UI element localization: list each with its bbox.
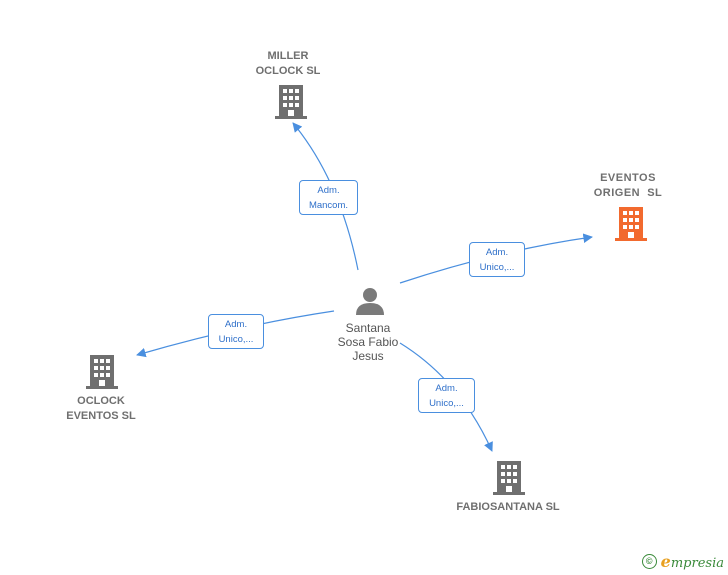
- building-icon[interactable]: [86, 355, 118, 389]
- company-name-line2: OCLOCK SL: [255, 65, 321, 77]
- brand-rest: mpresia: [670, 556, 724, 571]
- role-box-eventos-origen[interactable]: Adm. Unico,...: [469, 242, 525, 277]
- role-box-fabiosantana[interactable]: Adm. Unico,...: [418, 378, 475, 413]
- brand-initial: e: [660, 552, 671, 571]
- person-name-line3: Jesus: [352, 349, 384, 363]
- role-line1: Adm.: [317, 185, 340, 196]
- company-name-line1: OCLOCK: [77, 395, 125, 407]
- role-line1: Adm.: [485, 247, 509, 258]
- copyright-icon: ©: [641, 554, 657, 569]
- company-label-miller-oclock[interactable]: MILLER OCLOCK SL: [238, 49, 338, 79]
- building-icon[interactable]: [615, 207, 647, 241]
- person-name-line1: Santana: [345, 321, 391, 335]
- person-icon[interactable]: [355, 286, 385, 316]
- brand-logo[interactable]: empresia: [661, 552, 724, 571]
- building-icon[interactable]: [275, 85, 307, 119]
- company-name-line1: MILLER: [267, 50, 309, 62]
- role-line2: Unico,...: [429, 398, 464, 409]
- footer-brand: © empresia: [641, 552, 724, 571]
- role-box-oclock-eventos[interactable]: Adm. Unico,...: [208, 314, 264, 349]
- company-name-line1: EVENTOS: [600, 172, 656, 184]
- role-line2: Unico,...: [479, 262, 515, 273]
- company-name-line2: EVENTOS SL: [66, 410, 136, 422]
- person-name-line2: Sosa Fabio: [337, 335, 399, 349]
- company-label-oclock-eventos[interactable]: OCLOCK EVENTOS SL: [51, 394, 151, 424]
- company-label-fabiosantana[interactable]: FABIOSANTANA SL: [448, 500, 568, 515]
- role-line2: Mancom.: [308, 200, 349, 211]
- role-line1: Adm.: [224, 319, 248, 330]
- role-box-miller[interactable]: Adm. Mancom.: [299, 180, 358, 215]
- company-name-line1: FABIOSANTANA SL: [456, 501, 560, 513]
- person-name[interactable]: Santana Sosa Fabio Jesus: [318, 321, 418, 363]
- company-name-line2: ORIGEN SL: [593, 187, 663, 199]
- role-line2: Unico,...: [218, 334, 254, 345]
- company-label-eventos-origen[interactable]: EVENTOS ORIGEN SL: [578, 171, 678, 201]
- role-line1: Adm.: [435, 383, 458, 394]
- building-icon[interactable]: [493, 461, 525, 495]
